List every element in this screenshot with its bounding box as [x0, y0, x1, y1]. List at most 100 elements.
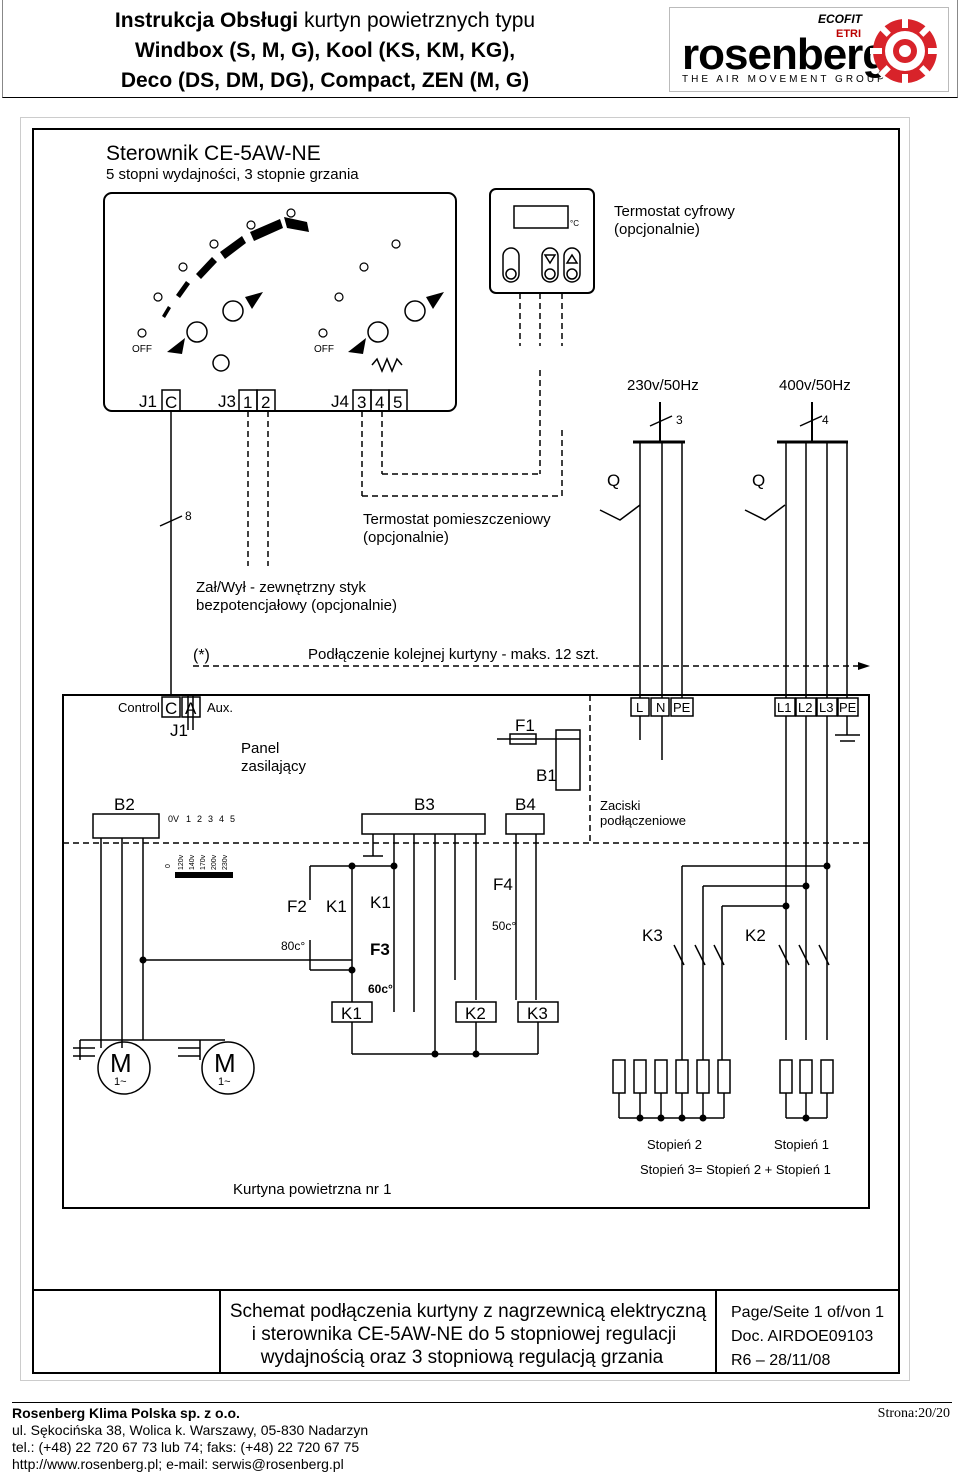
title-bold: Instrukcja Obsługi: [114, 9, 299, 32]
term-l2: L2: [798, 700, 812, 715]
terminals-label-2: podłączeniowe: [600, 813, 686, 828]
thermostat-down-button: [541, 247, 559, 283]
f4-temp: 50c°: [492, 919, 516, 933]
page-of-label: Page/Seite 1 of/von 1: [731, 1304, 884, 1321]
thermostat-on-off-button: [502, 247, 520, 283]
supply-400-label: 400v/50Hz: [779, 377, 851, 394]
f4-label: F4: [493, 875, 513, 894]
motor-2-label: M: [214, 1048, 236, 1078]
scale-1: 1: [186, 814, 191, 824]
terminal-5: 5: [393, 393, 402, 412]
company-name: Rosenberg Klima Polska sp. z o.o.: [12, 1405, 240, 1421]
title-line3: Deco (DS, DM, DG), Compact, ZEN (M, G): [120, 69, 530, 92]
panel-terminal-c: C: [165, 699, 177, 718]
supply-230-label: 230v/50Hz: [627, 377, 699, 394]
terminal-2: 2: [261, 393, 270, 412]
term-l: L: [636, 700, 643, 715]
etri-badge: ETRI: [836, 28, 862, 40]
term-pe3: PE: [839, 700, 857, 715]
scale-4: 4: [219, 814, 224, 824]
f3-temp: 60c°: [368, 982, 393, 996]
title-line2: Windbox (S, M, G), Kool (KS, KM, KG),: [134, 39, 516, 62]
k3-contact-label: K3: [642, 926, 663, 945]
logo-subtitle: THE AIR MOVEMENT GROUP: [682, 74, 887, 85]
cable-3-label: 3: [676, 413, 683, 427]
volt-200: 200v: [211, 854, 218, 870]
volt-120: 120v: [178, 854, 185, 870]
motor-1-phase: 1~: [114, 1076, 127, 1088]
sheet-border: [32, 128, 900, 1374]
cable-8-label: 8: [185, 509, 192, 523]
j4-label: J4: [331, 392, 349, 411]
document-title: Instrukcja Obsługi kurtyn powietrznych t…: [55, 6, 595, 96]
panel-label-2: zasilający: [241, 758, 307, 775]
j1-label: J1: [139, 392, 157, 411]
company-address: ul. Sękocińska 38, Wolica k. Warszawy, 0…: [12, 1422, 369, 1438]
term-l3: L3: [819, 700, 833, 715]
curtain-number-label: Kurtyna powietrzna nr 1: [233, 1181, 391, 1198]
k1-contact-label: K1: [326, 897, 347, 916]
fan-dial-off-icon: [186, 321, 208, 343]
k2-coil-label: K2: [465, 1004, 486, 1023]
page-number: Strona:20/20: [877, 1406, 950, 1421]
motor-2-phase: 1~: [218, 1076, 231, 1088]
digital-thermostat: [489, 188, 595, 294]
term-pe: PE: [673, 700, 691, 715]
room-thermostat-label: Termostat pomieszczeniowy: [363, 511, 551, 528]
title-rest: kurtyn powietrznych typu: [298, 9, 536, 32]
controller-box: [103, 192, 457, 412]
term-n: N: [656, 700, 665, 715]
logo-wordmark: rosenberg: [682, 30, 889, 79]
scale-3: 3: [208, 814, 213, 824]
power-panel: [62, 694, 870, 1209]
degree-label: °C: [570, 219, 579, 228]
terminal-4: 4: [375, 393, 384, 412]
volt-140: 140v: [189, 854, 196, 870]
schema-title-1: Schemat podłączenia kurtyny z nagrzewnic…: [230, 1301, 707, 1322]
f1-label: F1: [515, 716, 535, 735]
motor-2: [201, 1041, 255, 1095]
external-contact-label: Zał/Wył - zewnętrzny styk: [196, 579, 366, 596]
b1-label: B1: [536, 766, 557, 785]
schema-title-3: wydajnością oraz 3 stopniową regulacją g…: [260, 1347, 664, 1368]
scale-0v: 0V: [168, 814, 179, 824]
term-l1: L1: [777, 700, 791, 715]
stage-1-label: Stopień 1: [774, 1137, 829, 1152]
heat-off-label: OFF: [314, 344, 334, 355]
rosenberg-logo: ECOFIT ETRI rosenberg THE AIR MOVEMENT G…: [669, 7, 949, 92]
f3-label: F3: [370, 940, 390, 959]
panel-label: Panel: [241, 740, 279, 757]
k3-coil-label: K3: [527, 1004, 548, 1023]
panel-terminal-a: A: [185, 699, 197, 718]
terminal-c: C: [165, 393, 177, 412]
controller-subtitle: 5 stopni wydajności, 3 stopnie grzania: [106, 166, 359, 183]
heater-icon: [371, 357, 403, 373]
cable-4-label: 4: [822, 413, 829, 427]
stage-3-label: Stopień 3= Stopień 2 + Stopień 1: [640, 1162, 831, 1177]
rosenberg-wheel-icon: [870, 16, 940, 86]
asterisk-note: (*): [193, 647, 210, 664]
breaker-q1-label: Q: [607, 471, 620, 490]
k1-coil-label: K1: [341, 1004, 362, 1023]
schema-title-2: i sterownika CE-5AW-NE do 5 stopniowej r…: [252, 1324, 677, 1345]
company-phone: tel.: (+48) 22 720 67 73 lub 74; faks: (…: [12, 1439, 360, 1455]
scale-2: 2: [197, 814, 202, 824]
terminals-label: Zaciski: [600, 798, 641, 813]
page-footer: Rosenberg Klima Polska sp. z o.o. ul. Sę…: [12, 1402, 952, 1473]
fan-icon: [212, 354, 230, 372]
scale-5: 5: [230, 814, 235, 824]
next-curtain-label: Podłączenie kolejnej kurtyny - maks. 12 …: [308, 646, 599, 663]
j3-label: J3: [218, 392, 236, 411]
breaker-q2-label: Q: [752, 471, 765, 490]
thermostat-up-button: [563, 247, 581, 283]
b2-label: B2: [114, 795, 135, 814]
b3-label: B3: [414, 795, 435, 814]
fan-off-label: OFF: [132, 344, 152, 355]
f2-temp: 80c°: [281, 939, 305, 953]
k2-contact-label: K2: [745, 926, 766, 945]
room-thermostat-optional: (opcjonalnie): [363, 529, 449, 546]
volt-0: 0: [165, 864, 172, 868]
thermostat-display: [513, 205, 569, 229]
revision-date: R6 – 28/11/08: [731, 1352, 830, 1369]
